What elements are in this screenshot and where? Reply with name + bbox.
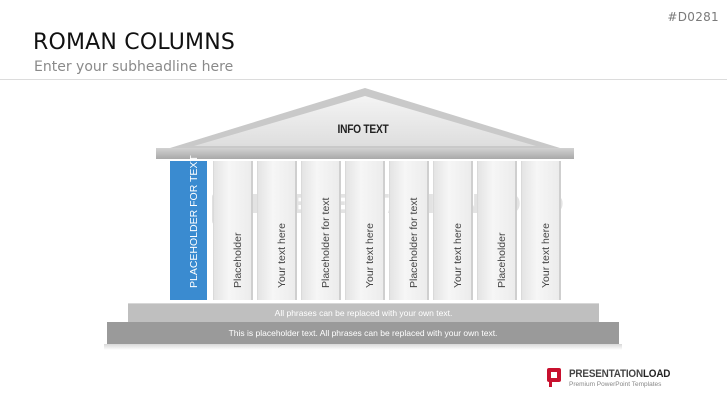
slide-code: #D0281 (667, 10, 719, 24)
column-3: Your text here (258, 161, 295, 300)
column-9: Your text here (522, 161, 559, 300)
roof-info-text: INFO TEXT (337, 122, 389, 136)
brand-name: PRESENTATIONLOAD (569, 368, 670, 380)
column-6: Placeholder for text (390, 161, 427, 300)
lower-step-text: This is placeholder text. All phrases ca… (228, 328, 498, 338)
upper-step: All phrases can be replaced with your ow… (128, 303, 599, 322)
upper-step-text: All phrases can be replaced with your ow… (274, 308, 453, 318)
column-7: Your text here (434, 161, 471, 300)
column-4: Placeholder for text (302, 161, 339, 300)
column-2: Placeholder (214, 161, 251, 300)
base-shadow (104, 344, 622, 350)
brand-tagline: Premium PowerPoint Templates (569, 381, 662, 388)
brand-logo: PRESENTATIONLOAD Premium PowerPoint Temp… (547, 366, 717, 396)
column-8: Placeholder (478, 161, 515, 300)
temple-roof (156, 88, 574, 159)
slide-title: ROMAN COLUMNS (33, 30, 236, 55)
brand-name-prefix: PRESENTATION (569, 368, 643, 380)
brand-name-suffix: LOAD (642, 368, 671, 380)
column-1: PLACEHOLDER FOR TEXT (170, 155, 207, 300)
lower-step: This is placeholder text. All phrases ca… (107, 322, 619, 344)
slide-subtitle: Enter your subheadline here (34, 59, 234, 75)
header-divider (0, 79, 727, 80)
column-5: Your text here (346, 161, 383, 300)
presentationload-logo-icon (547, 368, 561, 387)
